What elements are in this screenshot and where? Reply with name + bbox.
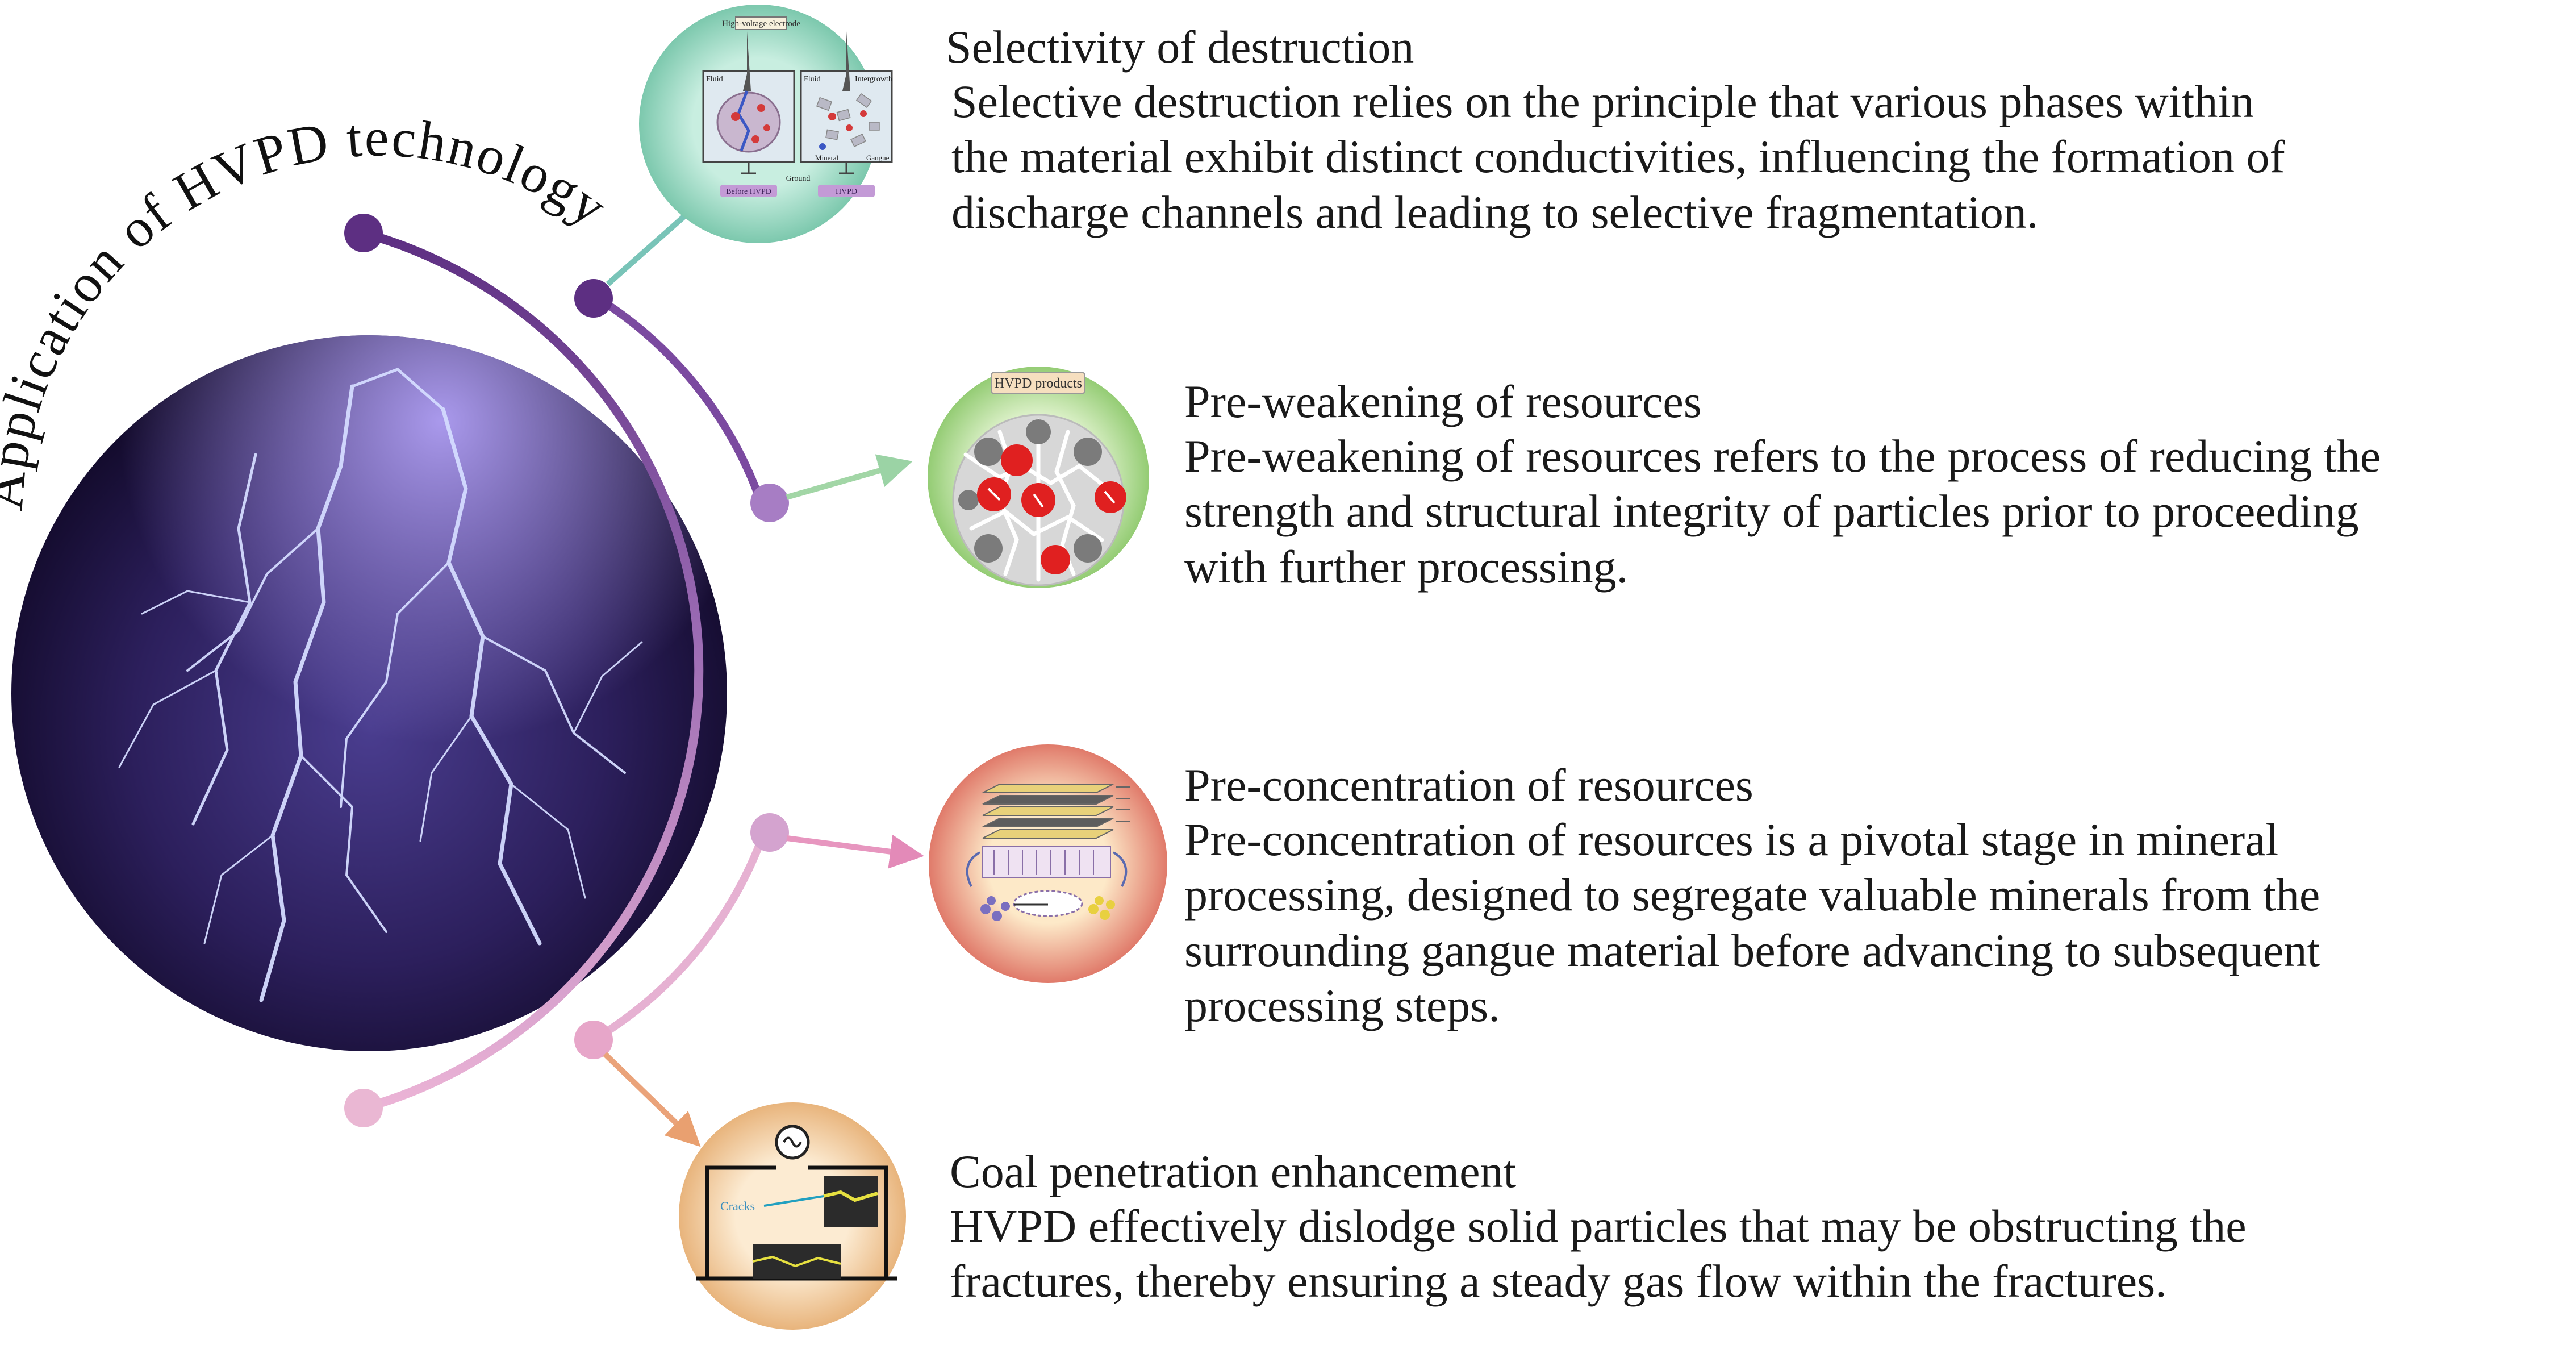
item-desc-line: the material exhibit distinct conductivi… bbox=[951, 131, 2285, 183]
item-desc-line: surrounding gangue material before advan… bbox=[1184, 924, 2320, 976]
coal-penetration-icon: Cracks bbox=[679, 1102, 906, 1330]
item-desc-line: Pre-concentration of resources is a pivo… bbox=[1184, 814, 2279, 866]
icon1-mineral: Mineral bbox=[815, 153, 839, 162]
node-4 bbox=[574, 1021, 613, 1059]
node-top-end bbox=[344, 214, 383, 252]
item-selectivity: Selectivity of destruction Selective des… bbox=[946, 20, 2285, 240]
icon1-before: Before HVPD bbox=[726, 188, 771, 196]
item-title: Selectivity of destruction bbox=[946, 21, 1414, 73]
icon1-intergrowth: Intergrowth bbox=[855, 75, 892, 84]
item-desc-line: Pre-weakening of resources refers to the… bbox=[1184, 430, 2381, 482]
arrow-3 bbox=[786, 835, 924, 869]
item-desc-line: with further processing. bbox=[1184, 540, 1629, 593]
item-title: Pre-concentration of resources bbox=[1184, 759, 1753, 811]
item-title: Pre-weakening of resources bbox=[1184, 376, 1702, 427]
item-desc-line: fractures, thereby ensuring a steady gas… bbox=[950, 1255, 2167, 1307]
item-desc-line: strength and structural integrity of par… bbox=[1184, 485, 2359, 538]
icon1-fluid-right: Fluid bbox=[804, 75, 821, 84]
icon1-gangue: Gangue bbox=[866, 153, 890, 162]
pre-weakening-icon: HVPD products bbox=[928, 367, 1149, 588]
arrow-2 bbox=[786, 454, 913, 500]
icon1-fluid-left: Fluid bbox=[706, 75, 723, 84]
arrow-4 bbox=[603, 1052, 701, 1147]
connector-arc-inner bbox=[591, 292, 768, 513]
node-3 bbox=[750, 813, 789, 852]
connector-arc-inner-lower bbox=[591, 831, 768, 1044]
node-bottom-end bbox=[344, 1089, 383, 1127]
item-pre-concentration: Pre-concentration of resources Pre-conce… bbox=[1184, 759, 2320, 1033]
connector-arc bbox=[362, 228, 704, 1113]
selectivity-icon: High-voltage electrode Fluid Fluid Inter… bbox=[639, 5, 893, 243]
icon1-after: HVPD bbox=[836, 188, 857, 196]
item-desc-line: HVPD effectively dislodge solid particle… bbox=[950, 1200, 2247, 1252]
pre-concentration-icon bbox=[929, 744, 1167, 983]
item-desc-line: discharge channels and leading to select… bbox=[951, 186, 2039, 238]
item-title: Coal penetration enhancement bbox=[950, 1146, 1517, 1197]
item-pre-weakening: Pre-weakening of resources Pre-weakening… bbox=[1184, 375, 2381, 594]
icon1-electrode-label: High-voltage electrode bbox=[722, 19, 800, 28]
icon4-cracks: Cracks bbox=[720, 1199, 755, 1213]
icon1-ground: Ground bbox=[786, 174, 811, 183]
icon2-banner: HVPD products bbox=[995, 376, 1082, 391]
node-2 bbox=[750, 484, 789, 522]
item-desc-line: processing, designed to segregate valuab… bbox=[1184, 869, 2320, 921]
lightning-image bbox=[11, 335, 727, 1051]
item-desc-line: processing steps. bbox=[1184, 979, 1500, 1031]
item-desc-line: Selective destruction relies on the prin… bbox=[951, 76, 2254, 128]
node-1 bbox=[574, 279, 613, 318]
item-coal-penetration: Coal penetration enhancement HVPD effect… bbox=[950, 1145, 2247, 1309]
